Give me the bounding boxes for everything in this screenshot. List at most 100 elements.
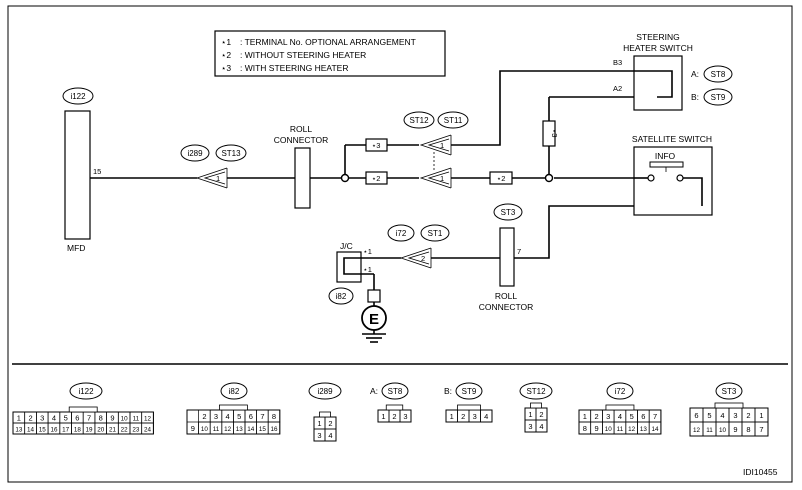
heater-switch-label: HEATER SWITCH	[623, 43, 693, 53]
connector-pin: 1	[528, 410, 532, 419]
connector-pin: 7	[759, 425, 763, 434]
oval-i82: i82	[336, 292, 347, 301]
connector-pin: 9	[594, 424, 598, 433]
connector-pin: 10	[719, 427, 727, 434]
connector-pin: 8	[272, 412, 276, 421]
oval-st8: ST8	[711, 70, 726, 79]
connector-pin: 3	[317, 431, 321, 440]
connector-pin: 6	[249, 412, 253, 421]
svg-text:⋆2: ⋆2	[497, 174, 506, 183]
connector-pin: 8	[99, 414, 103, 423]
connector-pin: 4	[618, 412, 622, 421]
connector-pin: 10	[121, 416, 129, 423]
connector-pin: 11	[706, 427, 713, 434]
connector-pin: 1	[17, 414, 21, 423]
splice-point	[340, 173, 350, 183]
roll-connector-bottom: ST3 7 ROLL CONNECTOR	[479, 203, 534, 312]
svg-text:⋆3: ⋆3	[372, 141, 381, 150]
connector-i289: 1 i289 ST13	[180, 144, 247, 189]
legend-mark-2: ⋆2	[221, 50, 231, 60]
connector-pin: 2	[202, 412, 206, 421]
connector-pin: 2	[539, 410, 543, 419]
oval-i72: i72	[396, 229, 407, 238]
connector-pin: 2	[392, 412, 396, 421]
connector-pin: 2	[746, 411, 750, 420]
oval-st3: ST3	[501, 208, 516, 217]
connector-pin: 13	[15, 427, 23, 434]
connector-pin: 3	[606, 412, 610, 421]
satellite-switch-label: SATELLITE SWITCH	[632, 134, 712, 144]
connector-pin: 12	[628, 426, 636, 433]
connector-prefix: B:	[444, 386, 452, 396]
pin-label: 2	[421, 254, 425, 263]
connector-pin: 5	[64, 414, 68, 423]
connector-pin: 1	[381, 412, 385, 421]
star-box-3-vertical: ⋆3	[542, 120, 559, 147]
pin-b3: B3	[613, 58, 622, 67]
connector-pin: 9	[110, 414, 114, 423]
connector-pin: 16	[270, 426, 278, 433]
connector-pin: 18	[74, 427, 82, 434]
connector-pin: 4	[52, 414, 56, 423]
roll-connector-label: CONNECTOR	[274, 135, 329, 145]
pin-label: 1	[440, 141, 444, 150]
connector-pin: 3	[473, 412, 477, 421]
oval-st12: ST12	[409, 116, 429, 125]
connector-pin: 12	[224, 426, 232, 433]
connector-prefix: A:	[370, 386, 378, 396]
connector-pin: 14	[27, 427, 35, 434]
joint-connector: J/C ⋆1 ⋆1 i82	[328, 241, 374, 305]
connector-pin: 3	[403, 412, 407, 421]
oval-i289: i289	[187, 149, 203, 158]
connector-pin: 14	[652, 426, 660, 433]
connector-pin: 2	[594, 412, 598, 421]
legend-box: ⋆1 : TERMINAL No. OPTIONAL ARRANGEMENT ⋆…	[214, 30, 446, 77]
connector-pin: 2	[328, 419, 332, 428]
connector-pin: 3	[733, 411, 737, 420]
connector-pin: 5	[237, 412, 241, 421]
legend-mark-1: ⋆1	[221, 37, 231, 47]
connector-pin: 11	[617, 426, 624, 433]
outer-frame	[7, 5, 793, 483]
connector-pin: 22	[121, 427, 129, 434]
connector-pin: 1	[583, 412, 587, 421]
connector-pin: 20	[97, 427, 105, 434]
mfd-label: MFD	[67, 243, 85, 253]
pin-label: 1	[440, 174, 444, 183]
connector-face-label: i72	[615, 387, 626, 396]
connector-st12: 1	[419, 134, 452, 156]
connector-pin: 12	[144, 416, 152, 423]
connector-pin: 4	[539, 422, 543, 431]
connector-pin: 8	[746, 425, 750, 434]
connector-pin: 23	[132, 427, 140, 434]
connector-pin: 24	[144, 427, 152, 434]
star-1-label: ⋆1	[363, 247, 372, 256]
connector-face-label: i289	[317, 387, 333, 396]
roll-connector-top: ROLL CONNECTOR	[274, 124, 329, 209]
legend-text-1: : TERMINAL No. OPTIONAL ARRANGEMENT	[240, 37, 416, 47]
splice-point	[544, 173, 554, 183]
connector-face-label: ST8	[388, 387, 403, 396]
connector-pin: 6	[75, 414, 79, 423]
oval-st9: ST9	[711, 93, 726, 102]
star-box-2-right: ⋆2	[489, 171, 513, 185]
roll-connector-label: CONNECTOR	[479, 302, 534, 312]
pin-7: 7	[517, 247, 521, 256]
ground-label: E	[369, 311, 379, 328]
connector-pin: 9	[733, 425, 737, 434]
steering-label: STEERING	[636, 32, 679, 42]
connector-pin: 21	[109, 427, 117, 434]
connector-pin: 4	[226, 412, 230, 421]
connector-pin: 5	[707, 411, 711, 420]
connector-pin: 6	[641, 412, 645, 421]
oval-i122: i122	[70, 92, 86, 101]
connector-pin: 13	[236, 426, 244, 433]
legend-mark-3: ⋆3	[221, 63, 231, 73]
